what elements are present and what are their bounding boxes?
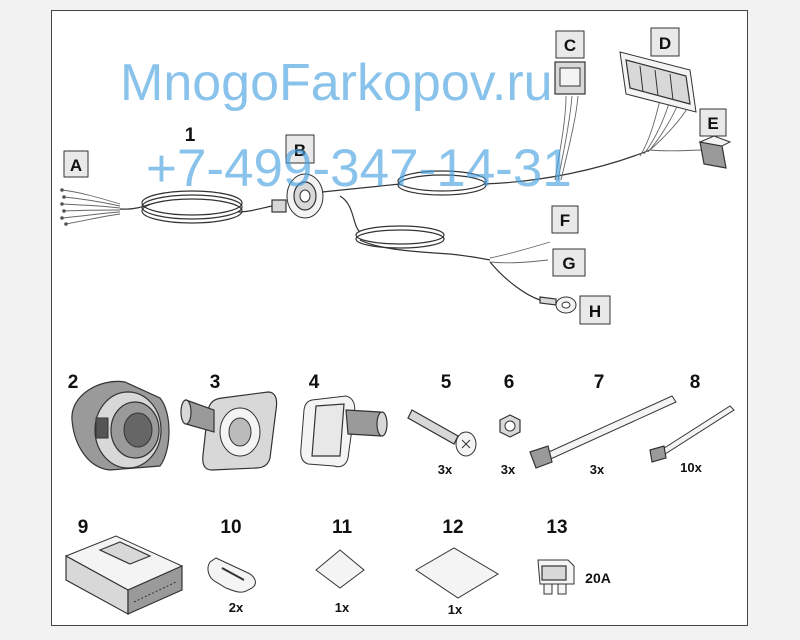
callout-g-label: G xyxy=(562,254,575,273)
callout-e: E xyxy=(699,108,727,137)
callout-c-label: C xyxy=(564,36,576,55)
callout-b: B xyxy=(285,134,315,164)
item-7-qty: 3x xyxy=(590,462,605,477)
cable-coil-left xyxy=(141,190,243,224)
item-1-number: 1 xyxy=(185,125,196,146)
item-5-number: 5 xyxy=(441,372,452,393)
connector-d xyxy=(619,51,697,113)
nut-icon xyxy=(499,414,521,438)
pad-small-icon xyxy=(315,549,365,589)
item-10-number: 10 xyxy=(220,517,241,538)
blade-fuse-icon xyxy=(537,559,575,595)
callout-h: H xyxy=(579,295,611,325)
callout-b-label: B xyxy=(294,141,306,160)
cable-tie-large-icon xyxy=(529,395,677,469)
callout-c: C xyxy=(555,30,585,59)
pad-large-icon xyxy=(415,547,499,599)
harness-wiring xyxy=(60,51,732,314)
item-3-number: 3 xyxy=(210,372,221,393)
callout-a: A xyxy=(63,150,89,178)
cable-coil-lower xyxy=(355,225,445,249)
connector-a-wires xyxy=(60,188,121,226)
callout-f: F xyxy=(551,205,579,234)
item-10-qty: 2x xyxy=(229,600,244,615)
callout-e-label: E xyxy=(707,114,718,133)
item-12-number: 12 xyxy=(442,517,463,538)
item-9-number: 9 xyxy=(78,517,89,538)
connector-e xyxy=(698,135,732,169)
fuse-holder-icon xyxy=(207,557,256,593)
item-6-qty: 3x xyxy=(501,462,516,477)
item-13-rating: 20A xyxy=(585,570,611,586)
item-13-number: 13 xyxy=(546,517,567,538)
cable-coil-right xyxy=(397,170,487,196)
item-2-number: 2 xyxy=(68,372,79,393)
diagram-frame xyxy=(51,10,748,626)
watermark-phone: +7-499-347-14-31 xyxy=(146,139,572,198)
watermark-site: MnogoFarkopov.ru xyxy=(120,54,553,112)
socket-13-pin-icon xyxy=(71,380,170,471)
ring-terminal-h xyxy=(539,296,577,314)
grommet-b xyxy=(271,173,324,219)
item-8-number: 8 xyxy=(690,372,701,393)
item-6-number: 6 xyxy=(504,372,515,393)
cable-tie-small-icon xyxy=(649,405,735,463)
item-8-qty: 10x xyxy=(680,460,702,475)
item-11-qty: 1x xyxy=(335,600,350,615)
callout-f-label: F xyxy=(560,211,570,230)
item-12-qty: 1x xyxy=(448,602,463,617)
callout-g: G xyxy=(552,248,586,277)
item-5-qty: 3x xyxy=(438,462,453,477)
item-4-number: 4 xyxy=(309,372,320,393)
callout-h-label: H xyxy=(589,302,601,321)
gasket-seal-icon xyxy=(300,395,388,468)
callout-a-label: A xyxy=(70,156,82,175)
mounting-plate-icon xyxy=(180,391,278,471)
item-7-number: 7 xyxy=(594,372,605,393)
connector-c xyxy=(554,61,586,95)
item-11-number: 11 xyxy=(332,517,353,538)
screw-icon xyxy=(407,409,477,457)
callout-d-label: D xyxy=(659,34,671,53)
control-module-icon xyxy=(64,535,184,616)
callout-d: D xyxy=(650,27,680,57)
